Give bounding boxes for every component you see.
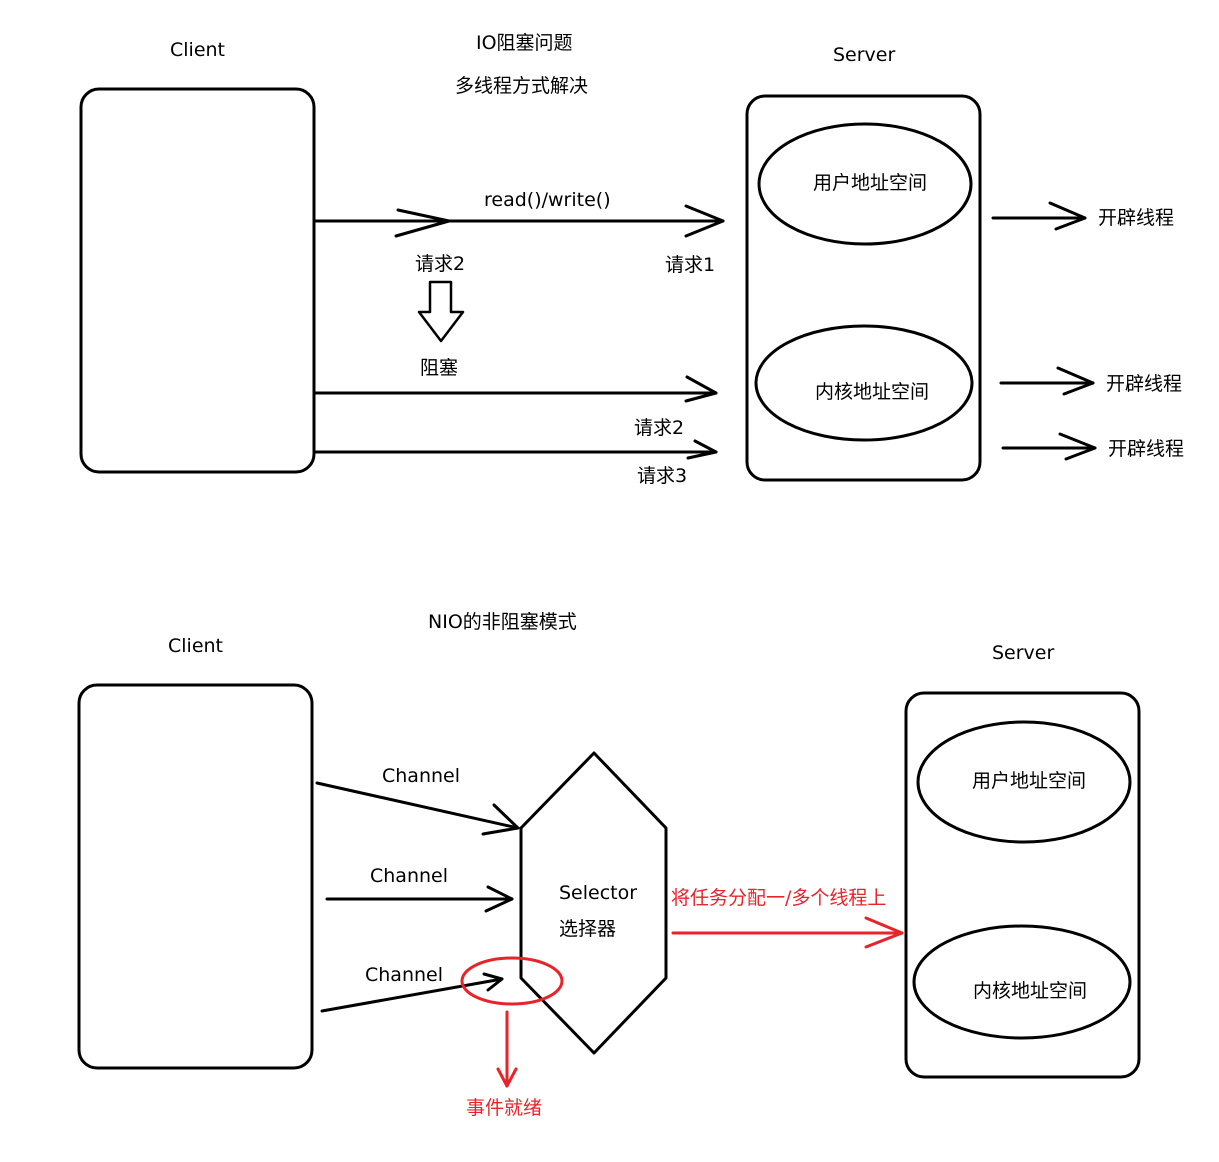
channel-label-3: Channel [365,964,444,986]
bottom-user-space-ellipse [916,720,1132,844]
bottom-user-space-label: 用户地址空间 [972,770,1087,792]
top-kernel-space-label: 内核地址空间 [815,381,930,403]
request1-arrow [314,204,725,238]
bottom-client-label: Client [168,635,224,657]
block-down-arrow [417,280,465,343]
selector-hexagon [519,751,668,1055]
dispatch-arrow [671,916,904,949]
top-client-box [79,87,316,474]
bottom-server-label: Server [992,642,1055,664]
bottom-client-box [77,683,314,1070]
thread-arrow-1 [991,201,1087,231]
bottom-title: NIO的非阻塞模式 [428,611,577,633]
thread-label-1: 开辟线程 [1098,207,1175,229]
channel-label-1: Channel [382,765,461,787]
request2-top-label: 请求2 [415,253,466,275]
top-server-box [745,94,982,482]
top-title: IO阻塞问题 [476,32,573,54]
top-kernel-space-ellipse [754,324,974,442]
dispatch-label: 将任务分配一/多个线程上 [671,887,887,909]
event-ready-label: 事件就绪 [466,1097,543,1119]
thread-label-3: 开辟线程 [1108,438,1185,460]
request2-label: 请求2 [634,417,685,439]
top-subtitle: 多线程方式解决 [455,75,589,97]
channel-arrow-1 [315,781,520,836]
thread-arrow-2 [999,366,1095,396]
request1-label: 请求1 [665,254,716,276]
top-user-space-ellipse [757,122,973,246]
block-label: 阻塞 [420,357,459,379]
event-ready-arrow [496,1010,518,1088]
top-user-space-label: 用户地址空间 [813,172,928,194]
thread-arrow-3 [1001,432,1097,461]
channel-label-2: Channel [370,865,449,887]
thread-label-2: 开辟线程 [1106,373,1183,395]
rw-label: read()/write() [484,189,611,211]
channel-arrow-2 [325,885,514,913]
request3-arrow [314,439,718,460]
selector-cn-label: 选择器 [559,918,617,940]
request3-label: 请求3 [637,465,688,487]
event-ready-ellipse [460,956,564,1006]
bottom-kernel-space-label: 内核地址空间 [973,980,1088,1002]
channel-arrow-3 [320,972,504,1013]
bottom-server-box [904,691,1141,1079]
selector-label: Selector [559,882,638,904]
top-client-label: Client [170,39,226,61]
top-server-label: Server [833,44,896,66]
request2-arrow [314,375,718,403]
bottom-kernel-space-ellipse [912,924,1132,1040]
